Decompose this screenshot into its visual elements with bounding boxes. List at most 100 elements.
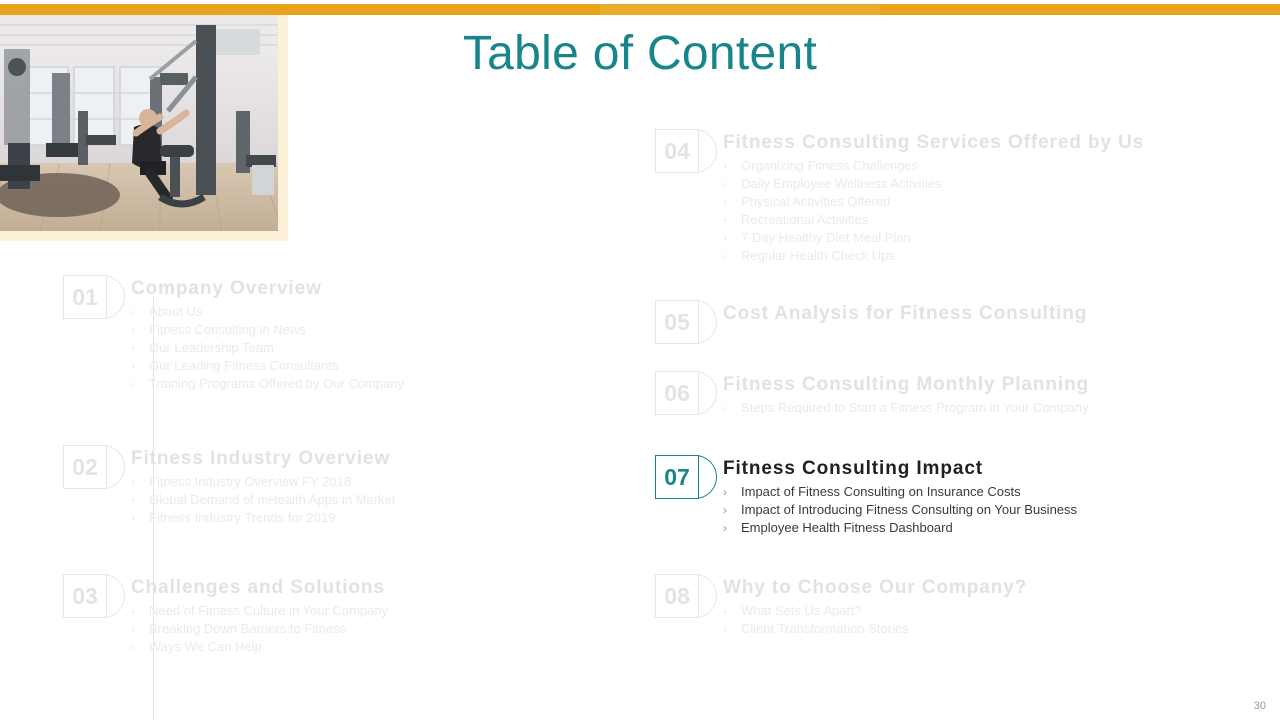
section-subitem[interactable]: › Daily Employee Wellness Activities bbox=[723, 175, 1144, 193]
section-number: 01 bbox=[72, 283, 98, 310]
section-title[interactable]: Fitness Consulting Monthly Planning bbox=[723, 374, 1090, 395]
chevron-right-icon: › bbox=[723, 248, 727, 263]
section-subitem[interactable]: ›Impact of Fitness Consulting on Insuran… bbox=[723, 483, 1077, 501]
section-subitem-label: Daily Employee Wellness Activities bbox=[741, 175, 942, 191]
section-subitem-label: Employee Health Fitness Dashboard bbox=[741, 519, 953, 535]
section-subitem[interactable]: › Steps Required to Start a Fitness Progr… bbox=[723, 399, 1089, 417]
section-subitem-list: ›What Sets Us Apart?›Client Transformati… bbox=[723, 602, 1027, 638]
section-badge-03[interactable]: 03 bbox=[63, 574, 125, 618]
chevron-right-icon: › bbox=[131, 510, 135, 525]
section-badge-08[interactable]: 08 bbox=[655, 574, 717, 618]
section-subitem[interactable]: ›Organizing Fitness Challenges bbox=[723, 157, 1144, 175]
section-subitem[interactable]: ›Need of Fitness Culture in Your Company bbox=[131, 602, 388, 620]
section-badge-06[interactable]: 06 bbox=[655, 371, 717, 415]
chevron-right-icon: › bbox=[723, 158, 727, 173]
section-badge-04[interactable]: 04 bbox=[655, 129, 717, 173]
section-title[interactable]: Challenges and Solutions bbox=[131, 577, 385, 598]
chevron-right-icon: › bbox=[131, 358, 135, 373]
section-subitem-label: Global Demand of mHealth Apps in Market bbox=[149, 491, 396, 507]
section-title[interactable]: Fitness Consulting Impact bbox=[723, 458, 984, 479]
section-body: Fitness Consulting Impact ›Impact of Fitn… bbox=[717, 455, 1077, 537]
gym-interior-photo bbox=[0, 15, 278, 231]
toc-section-05[interactable]: 05 Cost Analysis for Fitness Consulting bbox=[655, 300, 1087, 344]
chevron-right-icon: › bbox=[131, 492, 135, 507]
toc-section-04[interactable]: 04 Fitness Consulting Services Offered by… bbox=[655, 129, 1144, 265]
section-title[interactable]: Fitness Consulting Services Offered by U… bbox=[723, 132, 1145, 153]
section-subitem-label: Ways We Can Help bbox=[149, 638, 262, 654]
section-number: 03 bbox=[72, 582, 98, 609]
toc-section-03[interactable]: 03 Challenges and Solutions ›Need of Fitne… bbox=[63, 574, 388, 656]
section-subitem[interactable]: › Regular Health Check Ups bbox=[723, 247, 1144, 265]
section-subitem-label: Fitness Industry Overview FY 2018 bbox=[149, 473, 352, 489]
section-subitem[interactable]: › Ways We Can Help bbox=[131, 638, 388, 656]
section-subitem[interactable]: › Our Leadership Team bbox=[131, 339, 404, 357]
section-subitem-label: Training Programs Offered by Our Company bbox=[149, 375, 405, 391]
chevron-right-icon: › bbox=[723, 484, 727, 499]
section-subitem[interactable]: › Global Demand of mHealth Apps in Market bbox=[131, 491, 395, 509]
chevron-right-icon: › bbox=[723, 603, 727, 618]
section-subitem[interactable]: › Fitness Industry Trends for 2019 bbox=[131, 509, 395, 527]
section-body: Cost Analysis for Fitness Consulting bbox=[717, 300, 1087, 327]
badge-square-shape bbox=[63, 445, 107, 489]
section-subitem-label: Fitness Industry Trends for 2019 bbox=[149, 509, 336, 525]
section-title[interactable]: Why to Choose Our Company? bbox=[723, 577, 1028, 598]
section-subitem[interactable]: ›7 Day Healthy Diet Meal Plan bbox=[723, 229, 1144, 247]
section-subitem[interactable]: ›Physical Activities Offered bbox=[723, 193, 1144, 211]
section-subitem-label: Regular Health Check Ups bbox=[741, 247, 895, 263]
page-title: Table of Content bbox=[462, 27, 818, 80]
section-subitem-label: Our Leadership Team bbox=[149, 339, 274, 355]
chevron-right-icon: › bbox=[131, 621, 135, 636]
section-body: Fitness Industry Overview › Fitness Indust… bbox=[125, 445, 395, 527]
section-body: Why to Choose Our Company? ›What Sets Us … bbox=[717, 574, 1027, 638]
section-number: 04 bbox=[664, 137, 690, 164]
chevron-right-icon: › bbox=[723, 212, 727, 227]
section-badge-07[interactable]: 07 bbox=[655, 455, 717, 499]
chevron-right-icon: › bbox=[131, 340, 135, 355]
toc-section-06[interactable]: 06 Fitness Consulting Monthly Planning › St… bbox=[655, 371, 1089, 417]
section-subitem[interactable]: ›About Us bbox=[131, 303, 404, 321]
top-accent-bar-segment-left bbox=[0, 4, 600, 15]
section-subitem[interactable]: ›Client Transformation Stories bbox=[723, 620, 1027, 638]
chevron-right-icon: › bbox=[723, 400, 727, 415]
section-title[interactable]: Cost Analysis for Fitness Consulting bbox=[723, 303, 1088, 324]
chevron-right-icon: › bbox=[723, 176, 727, 191]
section-subitem[interactable]: › Our Leading Fitness Consultants bbox=[131, 357, 404, 375]
section-subitem-label: Recreational Activities bbox=[741, 211, 869, 227]
section-subitem-list: › Fitness Industry Overview FY 2018 › Globa… bbox=[131, 473, 395, 527]
section-badge-01[interactable]: 01 bbox=[63, 275, 125, 319]
section-subitem[interactable]: ›Training Programs Offered by Our Compan… bbox=[131, 375, 404, 393]
section-subitem-label: Breaking Down Barriers to Fitness bbox=[149, 620, 347, 636]
chevron-right-icon: › bbox=[131, 474, 135, 489]
toc-left-column bbox=[60, 0, 660, 720]
section-subitem[interactable]: › Employee Health Fitness Dashboard bbox=[723, 519, 1077, 537]
section-subitem-label: Our Leading Fitness Consultants bbox=[149, 357, 339, 373]
chevron-right-icon: › bbox=[723, 502, 727, 517]
section-title[interactable]: Fitness Industry Overview bbox=[131, 448, 391, 469]
chevron-right-icon: › bbox=[723, 621, 727, 636]
badge-square-shape bbox=[655, 574, 699, 618]
section-subitem[interactable]: ›Impact of Introducing Fitness Consultin… bbox=[723, 501, 1077, 519]
section-subitem[interactable]: ›What Sets Us Apart? bbox=[723, 602, 1027, 620]
section-subitem-list: ›Need of Fitness Culture in Your Company… bbox=[131, 602, 388, 656]
section-body: Company Overview›About Us›Fitness Consul… bbox=[125, 275, 404, 393]
section-subitem[interactable]: › Breaking Down Barriers to Fitness bbox=[131, 620, 388, 638]
toc-section-08[interactable]: 08 Why to Choose Our Company? ›What Sets U… bbox=[655, 574, 1027, 638]
section-subitem[interactable]: › Fitness Industry Overview FY 2018 bbox=[131, 473, 395, 491]
section-subitem-label: Steps Required to Start a Fitness Progra… bbox=[741, 399, 1089, 415]
section-subitem-list: › Steps Required to Start a Fitness Progr… bbox=[723, 399, 1089, 417]
section-subitem[interactable]: › Recreational Activities bbox=[723, 211, 1144, 229]
section-badge-02[interactable]: 02 bbox=[63, 445, 125, 489]
section-subitem-label: About Us bbox=[149, 303, 203, 319]
section-number: 07 bbox=[664, 463, 690, 490]
toc-section-07[interactable]: 07 Fitness Consulting Impact ›Impact of Fi… bbox=[655, 455, 1077, 537]
section-title[interactable]: Company Overview bbox=[131, 278, 322, 299]
badge-square-shape bbox=[655, 455, 699, 499]
section-subitem-list: ›About Us›Fitness Consulting in News›Our… bbox=[131, 303, 404, 393]
section-subitem[interactable]: ›Fitness Consulting in News bbox=[131, 321, 404, 339]
chevron-right-icon: › bbox=[723, 520, 727, 535]
section-subitem-label: Physical Activities Offered bbox=[741, 193, 891, 209]
section-badge-05[interactable]: 05 bbox=[655, 300, 717, 344]
chevron-right-icon: › bbox=[131, 639, 135, 654]
